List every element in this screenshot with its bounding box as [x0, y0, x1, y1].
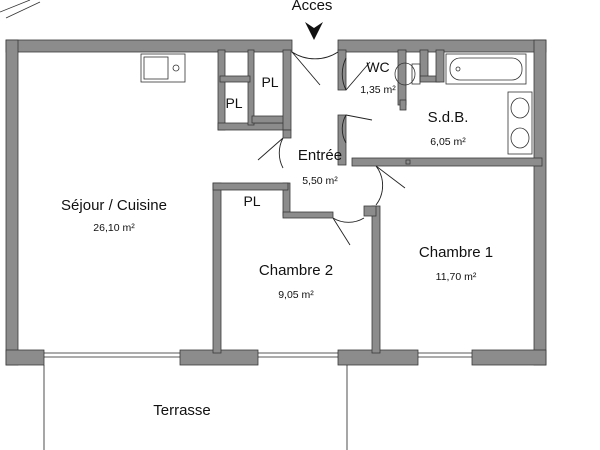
room-chambre1-area: 11,70 m²	[436, 271, 477, 283]
room-chambre2-name: Chambre 2	[259, 262, 333, 279]
doors	[257, 51, 406, 246]
corner-scribble	[0, 0, 41, 19]
washbasin-icon	[507, 91, 533, 155]
room-sejour-name: Séjour / Cuisine	[61, 197, 167, 214]
room-wc-name: WC	[366, 59, 389, 75]
room-terrasse-name: Terrasse	[153, 402, 211, 419]
room-chambre1-name: Chambre 1	[419, 244, 493, 261]
room-sdb-name: S.d.B.	[428, 109, 469, 126]
closet-label: PL	[225, 95, 242, 111]
room-entree-area: 5,50 m²	[302, 175, 338, 187]
closet-label: PL	[243, 193, 260, 209]
kitchen-sink-icon	[140, 53, 186, 83]
closet-label: PL	[261, 74, 278, 90]
bathtub-icon	[445, 53, 527, 85]
entrance-label: Acces	[292, 0, 333, 14]
walls	[5, 39, 547, 366]
terrace-lines	[43, 352, 472, 450]
room-wc-area: 1,35 m²	[360, 84, 396, 96]
room-sdb-area: 6,05 m²	[430, 136, 466, 148]
room-entree-name: Entrée	[298, 147, 342, 164]
toilet-icon	[394, 62, 421, 86]
entrance-arrow-icon	[305, 22, 323, 40]
room-chambre2-area: 9,05 m²	[278, 289, 314, 301]
room-sejour-area: 26,10 m²	[93, 222, 135, 234]
